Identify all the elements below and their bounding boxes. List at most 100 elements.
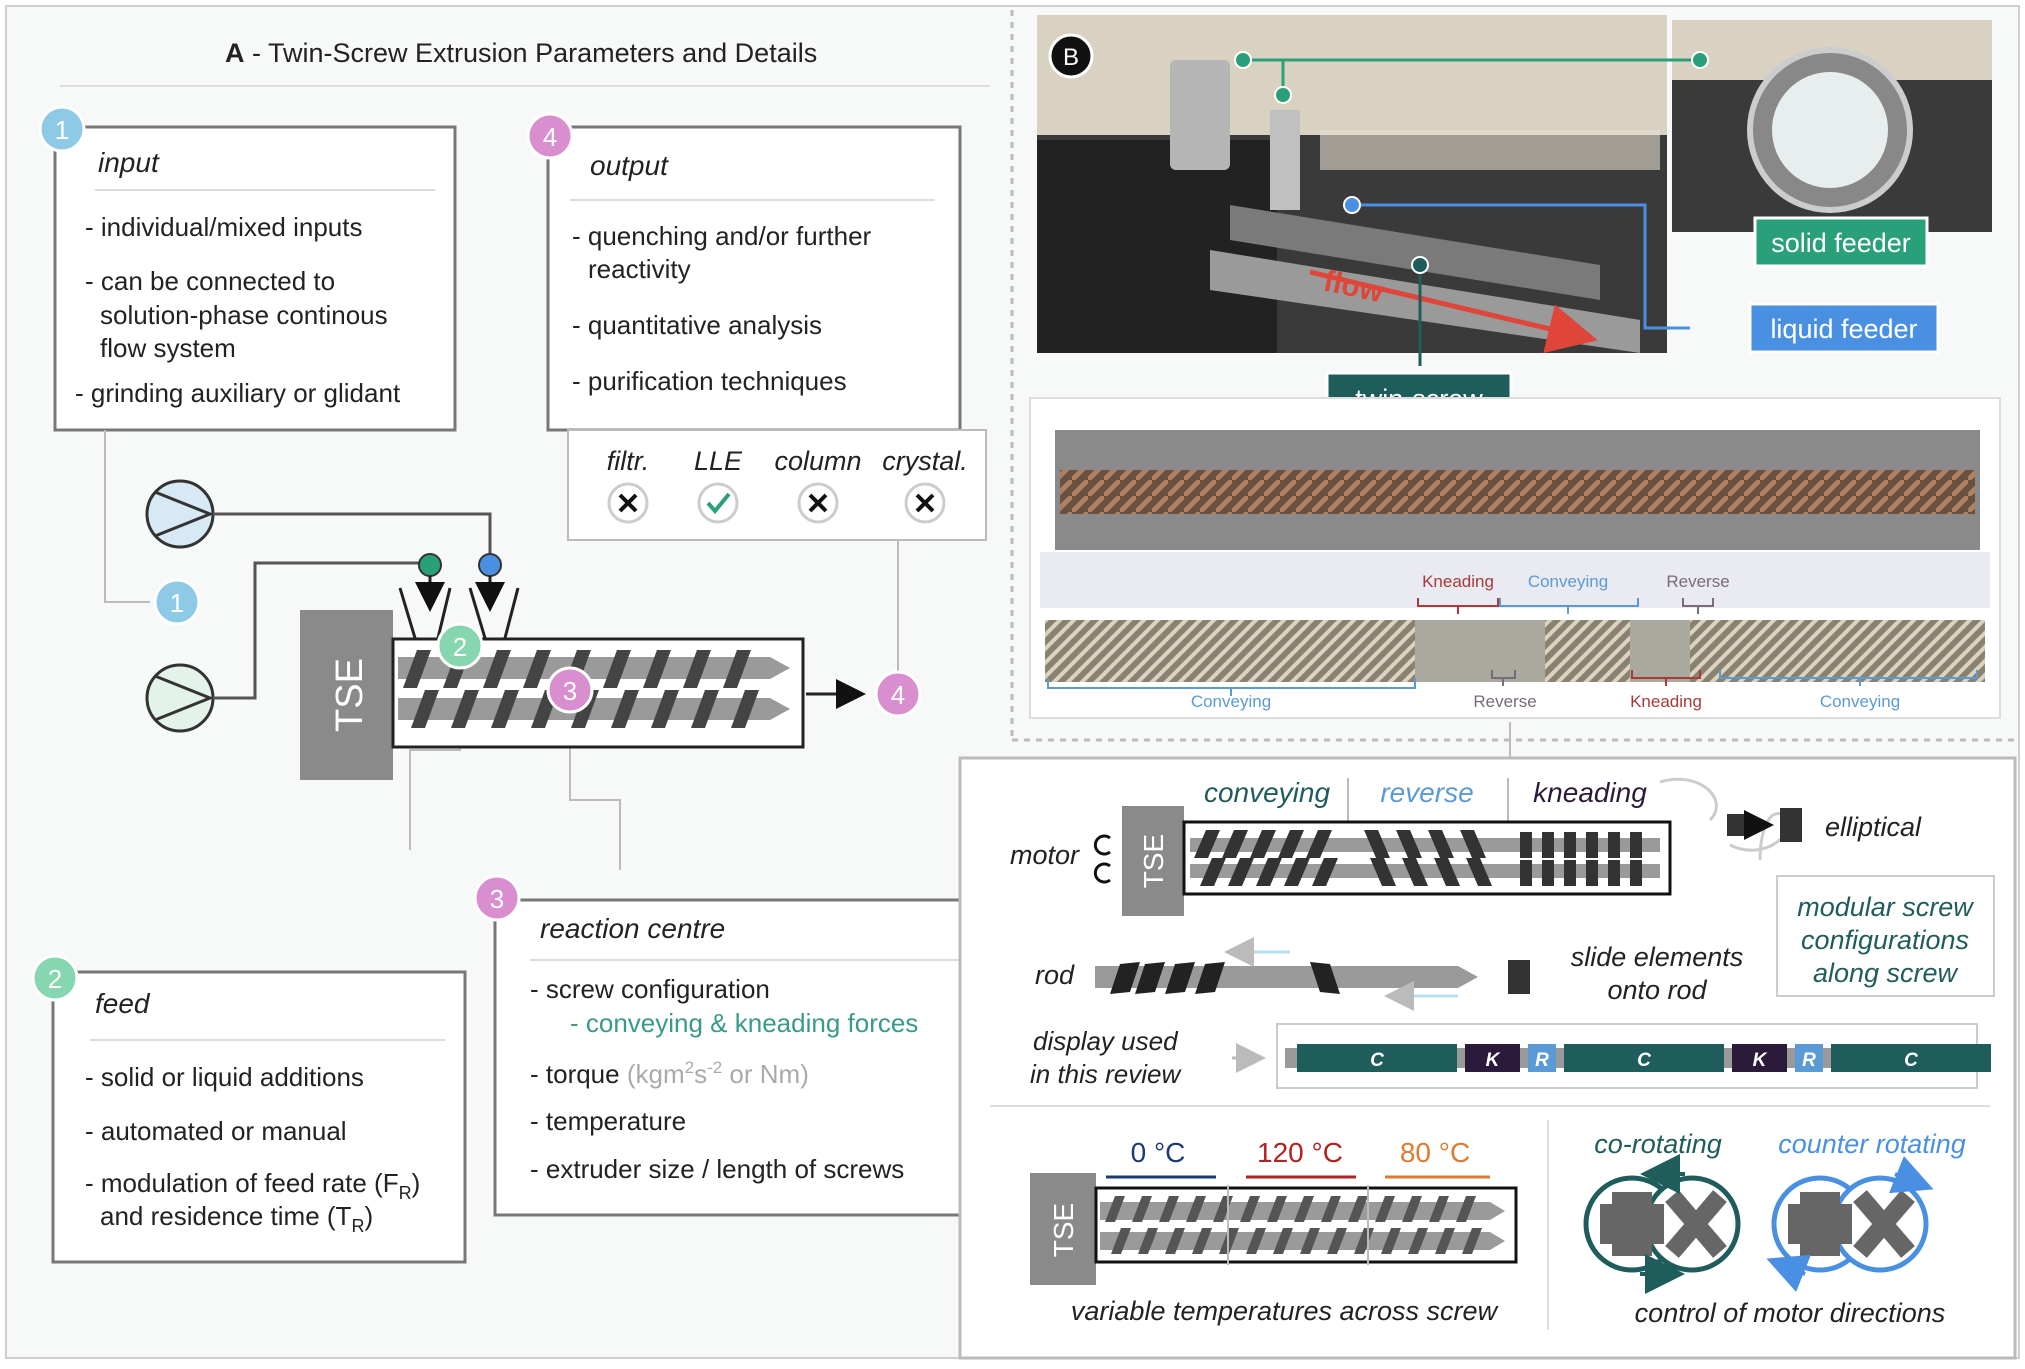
tse-label: TSE (329, 658, 371, 732)
screw-flight (1434, 858, 1460, 886)
screw-flight (1194, 830, 1220, 858)
kneading-block (1630, 860, 1642, 886)
screw-flight (1165, 1228, 1185, 1254)
strip-segment (1297, 1044, 1457, 1072)
strip-segment (1564, 1044, 1724, 1072)
screw-flight (1435, 1228, 1455, 1254)
feed-line-4: and residence time (TR) (100, 1201, 373, 1236)
kneading-block (1520, 832, 1532, 858)
strip-segment-label: C (1904, 1050, 1918, 1071)
rod-label: rod (1035, 960, 1075, 990)
motor-label: motor (1010, 840, 1080, 870)
screw-flight (691, 690, 719, 728)
extruder-photo: flow (1037, 15, 1667, 354)
screw-flight (1273, 1228, 1293, 1254)
purification-methods: filtr. LLE column crystal. (567, 429, 987, 541)
screw-flight (1192, 1228, 1212, 1254)
screw-flight (1456, 1196, 1476, 1222)
temperature-caption: variable temperatures across screw (1071, 1296, 1499, 1326)
tse-extruder: TSE (300, 610, 805, 780)
kneading-block (1608, 860, 1620, 886)
screw-flight (1348, 1196, 1368, 1222)
reaction-box: reaction centre - screw configuration - … (493, 898, 987, 1217)
callout-dot (1343, 196, 1361, 214)
screw-flight (1429, 1196, 1449, 1222)
screw-flight (1312, 858, 1338, 886)
screw-flight (611, 690, 639, 728)
conveying-label: conveying (1204, 777, 1331, 808)
screw-flight (403, 650, 431, 688)
screw-flight (1294, 1196, 1314, 1222)
screw-photo (1029, 397, 2001, 719)
modular-screw-note: modular screw configurations along screw (1776, 875, 1995, 997)
screw-flight (723, 650, 751, 688)
screw-type-labels: conveying reverse kneading (1204, 777, 1647, 808)
svg-text:1: 1 (55, 115, 69, 145)
screw-flight (1306, 830, 1332, 858)
kneading-block (1542, 832, 1554, 858)
screw-flight (1284, 858, 1310, 886)
screw-flight (451, 690, 479, 728)
screw-flight (651, 690, 679, 728)
segment-kneading-bottom: Kneading (1630, 692, 1702, 711)
svg-text:1: 1 (170, 588, 184, 618)
screw-flight (1250, 830, 1276, 858)
svg-text:configurations: configurations (1801, 925, 1969, 955)
screw-flight (1105, 1196, 1125, 1222)
strip-segment-label: R (1802, 1050, 1816, 1071)
kneading-block (1608, 832, 1620, 858)
reverse-label: reverse (1380, 777, 1473, 808)
screw-segment-labels: Kneading Conveying Reverse Conveying Rev… (1047, 572, 1978, 711)
kneading-block (1564, 860, 1576, 886)
strip-segment-label: C (1637, 1050, 1651, 1071)
screw-flight (683, 650, 711, 688)
badge-1-pump: 1 (153, 578, 201, 626)
screw-flight (1364, 830, 1390, 858)
callout-dot (1691, 51, 1709, 69)
elliptical-element-icon (1659, 777, 1802, 861)
segment-reverse-top: Reverse (1666, 572, 1729, 591)
screw-flight (1396, 830, 1422, 858)
segment-conveying-bottom-2: Conveying (1820, 692, 1900, 711)
svg-text:B: B (1063, 44, 1079, 71)
svg-text:modular screw: modular screw (1797, 892, 1974, 922)
elliptical-label: elliptical (1825, 812, 1922, 842)
svg-text:4: 4 (891, 680, 905, 710)
screw-flight (1111, 1228, 1131, 1254)
screw-flight (1200, 858, 1226, 886)
svg-text:2: 2 (453, 632, 467, 662)
tse-label-temp: TSE (1048, 1203, 1079, 1257)
in-this-review-label: in this review (1030, 1059, 1182, 1089)
tse-label-c: TSE (1138, 834, 1169, 888)
kneading-block (1542, 860, 1554, 886)
co-rotating-label: co-rotating (1594, 1129, 1722, 1159)
reaction-line-2: - conveying & kneading forces (570, 1008, 918, 1038)
motor-directions-caption: control of motor directions (1635, 1298, 1946, 1328)
input-line-3: solution-phase continous (100, 300, 388, 330)
screw-flight (1370, 858, 1396, 886)
feed-line-3: - modulation of feed rate (FR) (85, 1168, 420, 1203)
co-rotating-icon (1583, 1154, 1741, 1351)
segment-conveying-bottom: Conveying (1191, 692, 1271, 711)
strip-segment-label: K (1486, 1050, 1501, 1071)
badge-2-feed: 2 (31, 954, 79, 1002)
x-mark-icon (607, 482, 649, 524)
kneading-block (1564, 832, 1576, 858)
strip-segment-label: C (1370, 1050, 1384, 1071)
screw-flight (1138, 1228, 1158, 1254)
screw-flight (1246, 1228, 1266, 1254)
strip-segment (1528, 1044, 1556, 1072)
kneading-block (1520, 860, 1532, 886)
screw-flight (1256, 858, 1282, 886)
feed-box: feed - solid or liquid additions - autom… (51, 970, 467, 1264)
temperature-zones: 0 °C 120 °C 80 °C TSE (1030, 1137, 1518, 1285)
screw-flight (1228, 858, 1254, 886)
strip-segment-label: R (1535, 1050, 1549, 1071)
badge-3-reaction: 3 (473, 874, 521, 922)
segment-kneading-top: Kneading (1422, 572, 1494, 591)
badge-2-tse: 2 (436, 622, 484, 670)
screw-flight (1381, 1228, 1401, 1254)
rod-diagram (1095, 937, 1530, 1011)
